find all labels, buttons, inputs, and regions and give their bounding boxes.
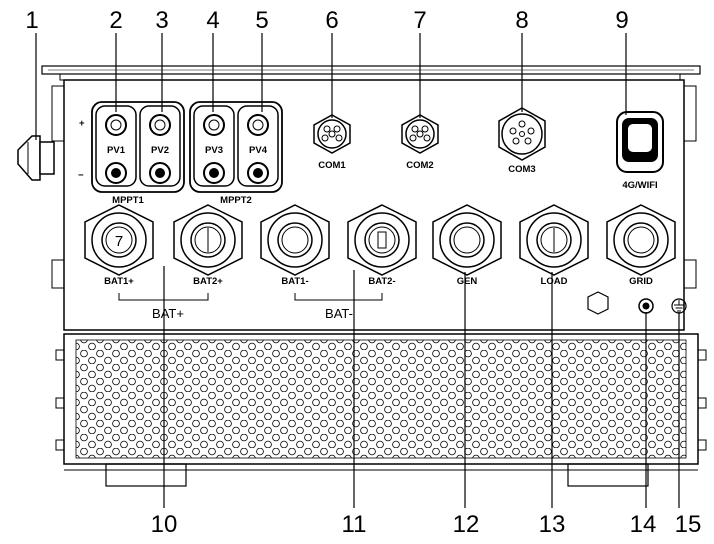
callout-11: 11 <box>342 511 367 538</box>
pv3-label: PV3 <box>205 145 223 156</box>
top-rail <box>41 65 701 81</box>
callout-3: 3 <box>155 7 168 34</box>
callout-12: 12 <box>453 511 480 538</box>
pv4-connector <box>237 105 279 187</box>
gland-bat2-plus <box>173 204 243 276</box>
callout-9: 9 <box>615 7 628 34</box>
inverter-body <box>63 79 685 331</box>
label-bat2-minus: BAT2- <box>368 276 395 287</box>
callout-13: 13 <box>539 511 566 538</box>
pv2-connector <box>139 105 181 187</box>
com2-port-icon <box>401 114 439 154</box>
gland-bat1-plus: 7 <box>84 204 154 276</box>
gland-grid <box>606 204 676 276</box>
gland-bat1-minus <box>260 204 330 276</box>
mppt1-label: MPPT1 <box>112 195 144 206</box>
label-gen: GEN <box>457 276 478 287</box>
wifi-port-icon <box>616 111 664 173</box>
callout-4: 4 <box>206 7 219 34</box>
pv-plus-mark: + <box>79 118 85 129</box>
com1-label: COM1 <box>318 160 346 171</box>
callout-15: 15 <box>675 511 702 538</box>
callout-5: 5 <box>255 7 268 34</box>
leader-lines <box>35 33 680 508</box>
com2-label: COM2 <box>406 160 433 171</box>
label-bat1-plus: BAT1+ <box>104 276 134 287</box>
callout-8: 8 <box>515 7 528 34</box>
gland-gen <box>432 204 502 276</box>
callout-10: 10 <box>151 511 178 538</box>
side-brackets <box>51 85 697 289</box>
label-load: LOAD <box>541 276 568 287</box>
mppt2-label: MPPT2 <box>220 195 252 206</box>
pv3-connector <box>193 105 235 187</box>
label-grid: GRID <box>629 276 653 287</box>
side-bolts <box>55 349 707 451</box>
bat-plus-label: BAT+ <box>152 306 184 321</box>
pv4-label: PV4 <box>249 145 268 156</box>
com3-port-icon <box>498 107 546 161</box>
gland-bat2-minus <box>347 204 417 276</box>
svg-text:7: 7 <box>115 233 123 250</box>
label-bat2-plus: BAT2+ <box>193 276 223 287</box>
callout-14: 14 <box>630 511 657 538</box>
mppt2-frame <box>189 101 283 193</box>
callout-2: 2 <box>109 7 122 34</box>
gland-load <box>519 204 589 276</box>
callout-1: 1 <box>25 7 38 34</box>
dc-switch-icon <box>17 135 55 181</box>
mppt1-frame <box>91 101 185 193</box>
pv1-label: PV1 <box>107 145 126 156</box>
com1-port-icon <box>313 114 351 154</box>
callout-6: 6 <box>325 7 338 34</box>
com3-label: COM3 <box>508 164 535 175</box>
vent-plug-icon <box>587 291 609 315</box>
bottom-feet <box>64 463 698 487</box>
callout-7: 7 <box>413 7 426 34</box>
pv2-label: PV2 <box>151 145 169 156</box>
bat-minus-label: BAT- <box>325 306 353 321</box>
pv-minus-mark: − <box>78 170 84 181</box>
wifi-label: 4G/WIFI <box>622 180 657 191</box>
bat-minus-bracket <box>294 293 383 301</box>
label-bat1-minus: BAT1- <box>281 276 308 287</box>
ground-screw-icon <box>638 298 654 314</box>
vent-grille-holes <box>75 339 687 459</box>
